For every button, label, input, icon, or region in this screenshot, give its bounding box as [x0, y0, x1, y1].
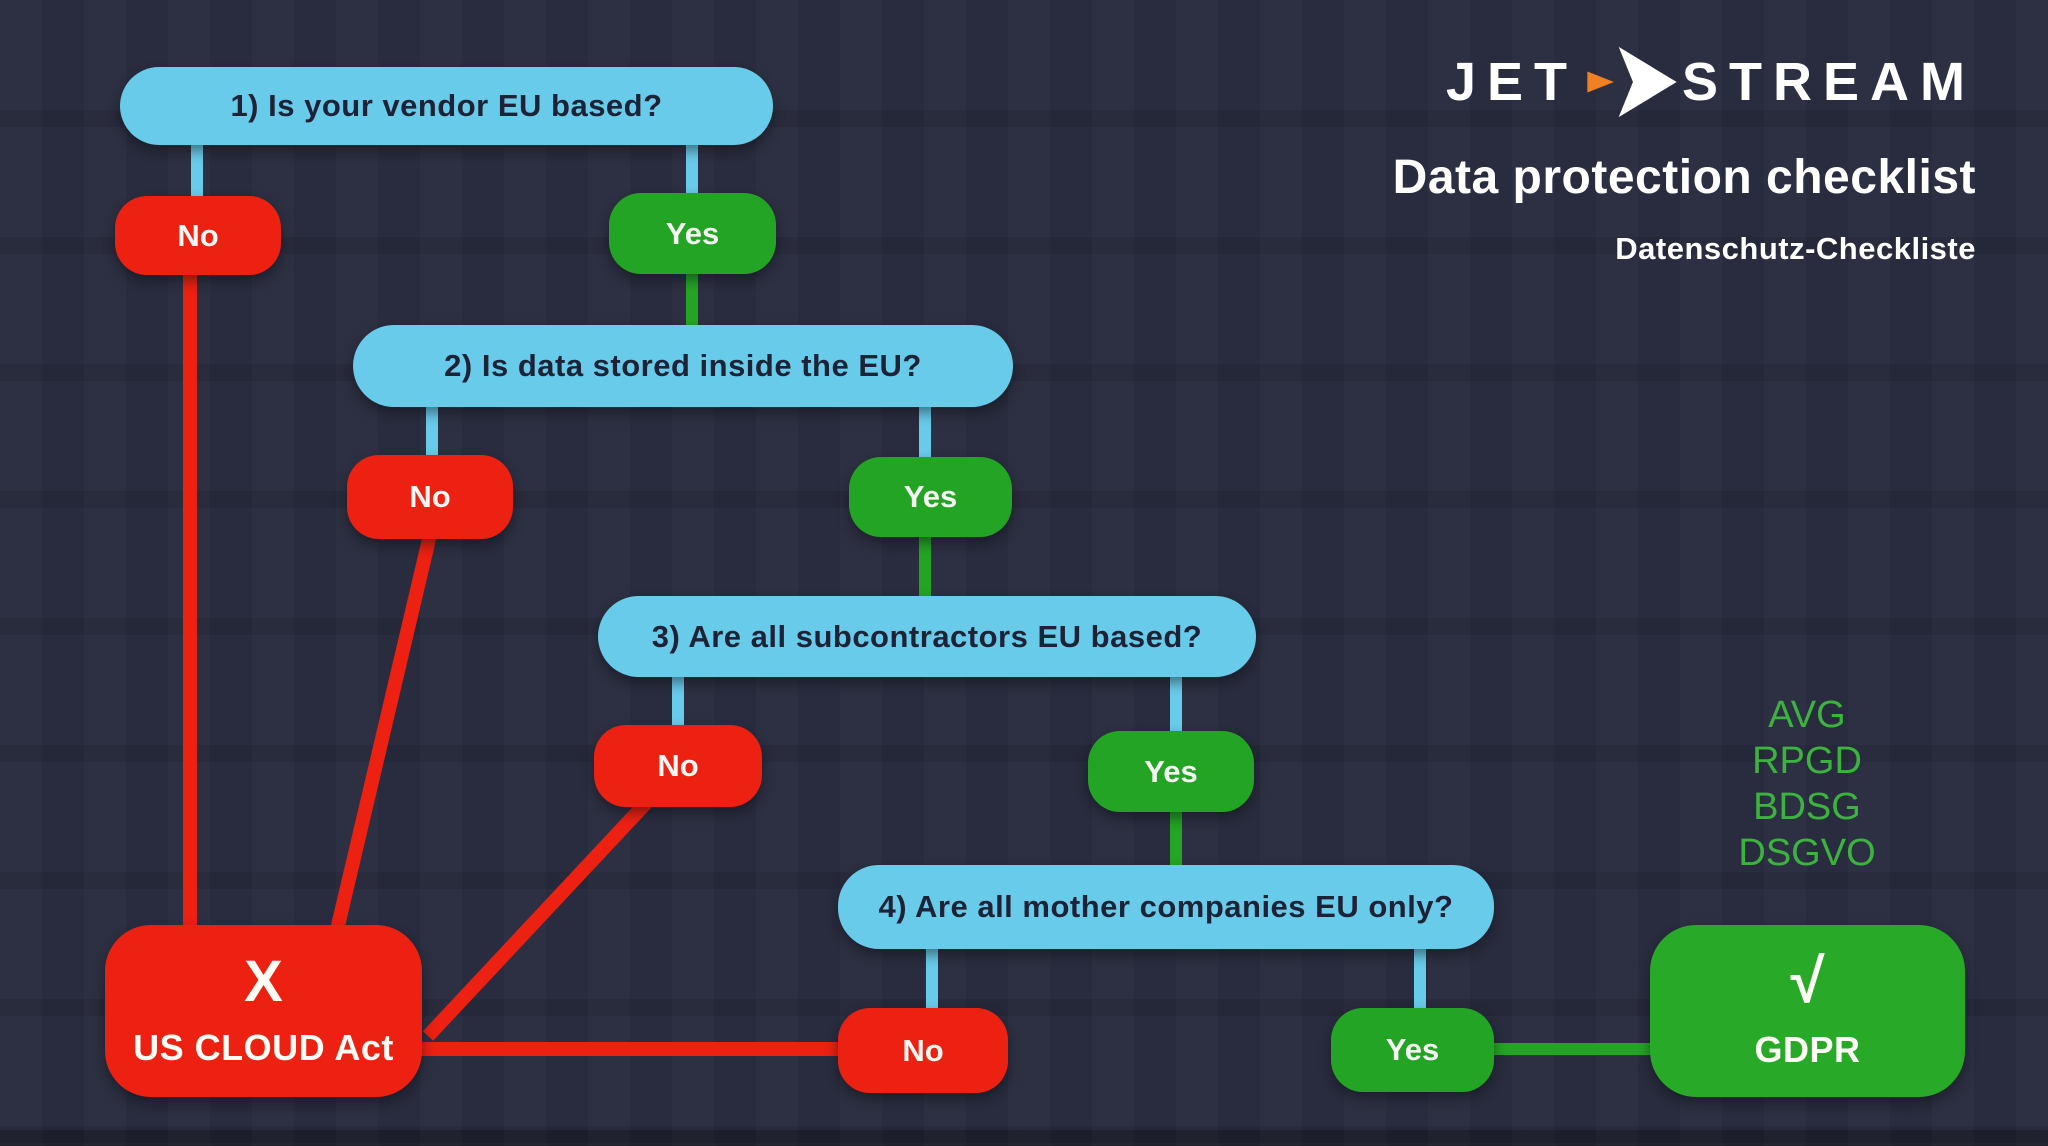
logo-text-jet: JET — [1445, 52, 1578, 112]
question-2-node: 2) Is data stored inside the EU? — [353, 325, 1013, 407]
edge-no3-cloudact — [422, 797, 653, 1041]
regulation-dsgvo: DSGVO — [1738, 832, 1876, 874]
answer-no-q3: No — [594, 725, 762, 807]
answer-yes-q1: Yes — [609, 193, 776, 274]
fail-x-icon: X — [244, 949, 283, 1014]
edge-no2-cloudact — [330, 533, 437, 932]
answer-yes-q3: Yes — [1088, 731, 1254, 812]
outcome-gdpr: √ GDPR — [1650, 925, 1965, 1097]
header: JET STREAM Data protection checklist Dat… — [1393, 44, 1976, 267]
outcome-pass-label: GDPR — [1754, 1029, 1861, 1070]
regulation-avg: AVG — [1768, 694, 1846, 736]
paper-plane-arrow-icon — [1587, 46, 1677, 118]
question-4-node: 4) Are all mother companies EU only? — [838, 865, 1494, 949]
answer-yes-q2: Yes — [849, 457, 1012, 537]
answer-no-q4: No — [838, 1008, 1008, 1093]
outcome-us-cloud-act: X US CLOUD Act — [105, 925, 422, 1097]
page-subtitle: Datenschutz-Checkliste — [1615, 231, 1976, 266]
question-1-node: 1) Is your vendor EU based? — [120, 67, 773, 145]
jetstream-logo: JET STREAM — [1446, 44, 1976, 120]
regulation-bdsg: BDSG — [1753, 786, 1861, 828]
page-title: Data protection checklist — [1392, 151, 1976, 204]
regulation-list: AVG RPGD BDSG DSGVO — [1737, 692, 1877, 876]
outcome-fail-label: US CLOUD Act — [133, 1027, 394, 1068]
answer-no-q1: No — [115, 196, 281, 275]
pass-check-icon: √ — [1790, 947, 1825, 1016]
logo-text-stream: STREAM — [1682, 52, 1976, 112]
answer-no-q2: No — [347, 455, 513, 539]
bottom-shade-band — [0, 1130, 2048, 1146]
answer-yes-q4: Yes — [1331, 1008, 1494, 1092]
regulation-rpgd: RPGD — [1752, 740, 1862, 782]
question-3-node: 3) Are all subcontractors EU based? — [598, 596, 1256, 677]
